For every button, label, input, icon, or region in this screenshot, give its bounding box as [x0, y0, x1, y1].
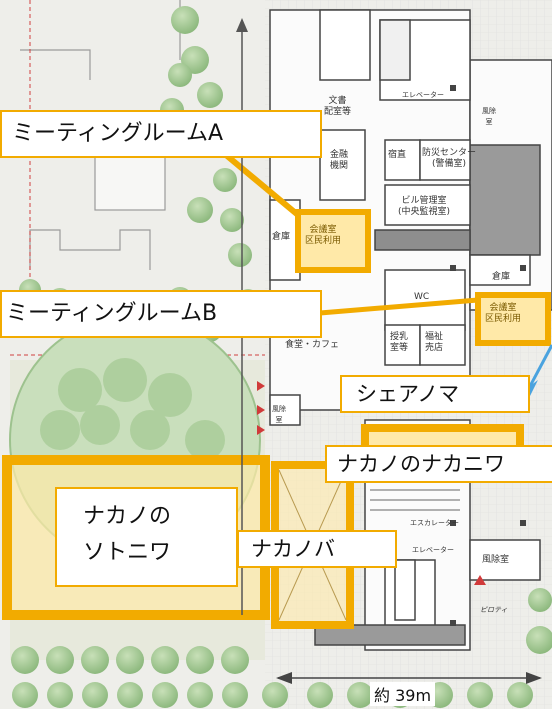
grove-trees: [40, 358, 225, 460]
label-fujoshitsu-top: 風除 室: [482, 107, 496, 126]
callout-nakanoba: ナカノバ: [237, 530, 397, 568]
label-escalator: エスカレーター: [410, 519, 459, 527]
label-fujoshitsu-left: 風除 室: [272, 405, 286, 424]
label-elevator-top: エレベーター: [402, 91, 444, 99]
label-fujoshitsu-bottom: 風除室: [482, 555, 510, 565]
label-shokudo: 食堂・カフェ: [285, 340, 340, 350]
label-shukuchoku: 宿直: [388, 150, 407, 160]
callout-nakano-sotoniwa: ナカノの ソトニワ: [55, 487, 238, 587]
label-bosai: 防災センター (警備室): [422, 148, 477, 169]
label-soko-right: 倉庫: [492, 272, 511, 282]
callout-share-noma: シェアノマ: [340, 375, 530, 413]
label-building-mgmt: ビル管理室 (中央監視室): [398, 196, 451, 217]
label-junyu: 授乳 室等: [390, 332, 409, 353]
label-distance: 約 39m: [370, 682, 436, 706]
horizontal-arrow-head-right: [526, 672, 542, 684]
label-kaigi-a: 会議室 区民利用: [305, 225, 342, 246]
label-soko-left: 倉庫: [272, 232, 291, 242]
callout-meeting-room-a: ミーティングルームA: [0, 110, 322, 158]
label-piloti: ピロティ: [480, 606, 508, 614]
label-kinyu: 金融 機関: [330, 150, 349, 171]
vertical-arrow-head: [236, 18, 248, 32]
callout-nakano-nakaniwa: ナカノのナカニワ: [325, 445, 552, 483]
label-wc: WC: [414, 292, 430, 302]
label-fukushi: 福祉 売店: [425, 332, 444, 353]
label-kaigi-b: 会議室 区民利用: [485, 303, 522, 324]
entrance-arrows: [257, 381, 486, 585]
label-elevator-bottom: エレベーター: [412, 546, 454, 554]
horizontal-arrow-head-left: [276, 672, 292, 684]
label-bunsho: 文書 配室等: [324, 96, 352, 117]
neighbor-buildings: [20, 0, 181, 270]
callout-meeting-room-b: ミーティングルームB: [0, 290, 322, 338]
blue-pointer-line: [526, 344, 552, 391]
